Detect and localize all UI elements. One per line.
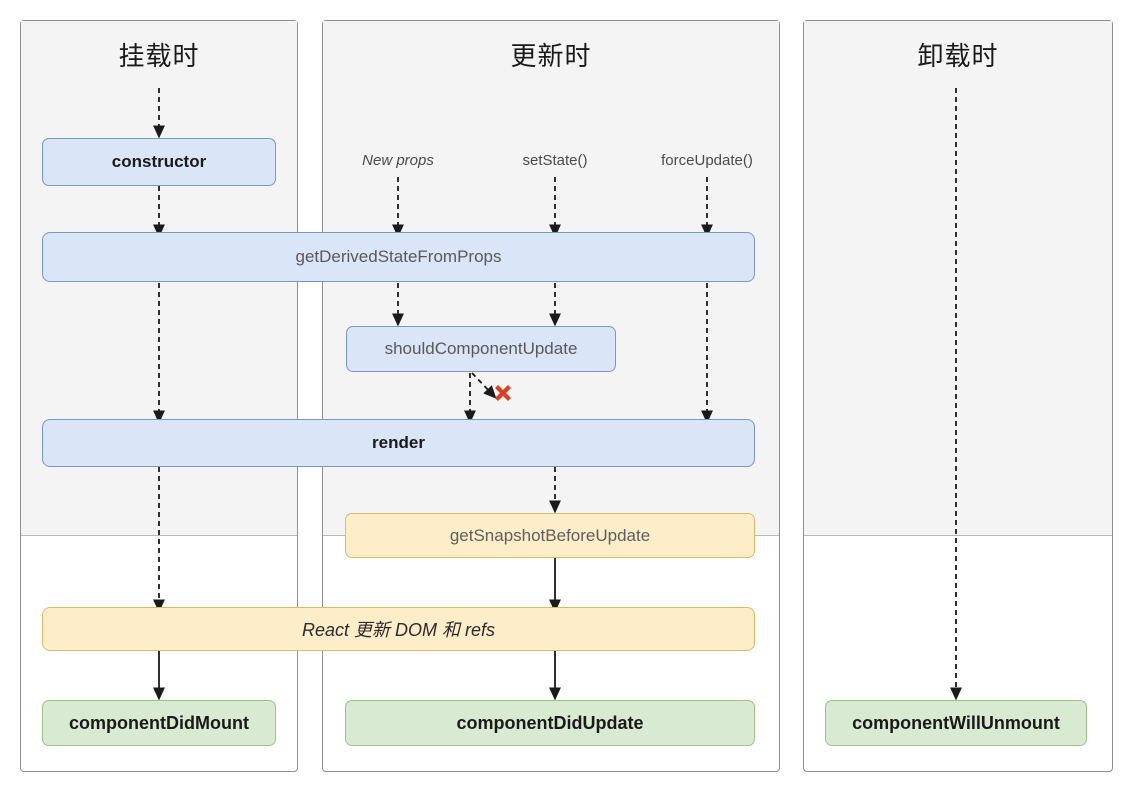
panel-mounting-title: 挂载时	[118, 41, 200, 71]
box-react-updates-dom-and-refs[interactable]: React 更新 DOM 和 refs	[42, 607, 755, 651]
box-component-will-unmount[interactable]: componentWillUnmount	[825, 700, 1087, 746]
box-constructor[interactable]: constructor	[42, 138, 276, 186]
trigger-set-state: setState()	[522, 152, 588, 169]
box-component-did-update[interactable]: componentDidUpdate	[345, 700, 755, 746]
box-get-snapshot-before-update[interactable]: getSnapshotBeforeUpdate	[345, 513, 755, 558]
box-render[interactable]: render	[42, 419, 755, 467]
trigger-force-update: forceUpdate()	[661, 152, 753, 169]
panel-unmounting	[803, 20, 1113, 772]
skip-render-x-icon	[492, 382, 514, 404]
box-component-did-mount[interactable]: componentDidMount	[42, 700, 276, 746]
panel-unmounting-title: 卸载时	[917, 41, 999, 71]
panel-unmounting-top-region	[804, 21, 1112, 536]
box-should-component-update[interactable]: shouldComponentUpdate	[346, 326, 616, 372]
box-get-derived-state-from-props[interactable]: getDerivedStateFromProps	[42, 232, 755, 282]
panel-updating-title: 更新时	[510, 41, 592, 71]
trigger-new-props: New props	[362, 152, 434, 169]
